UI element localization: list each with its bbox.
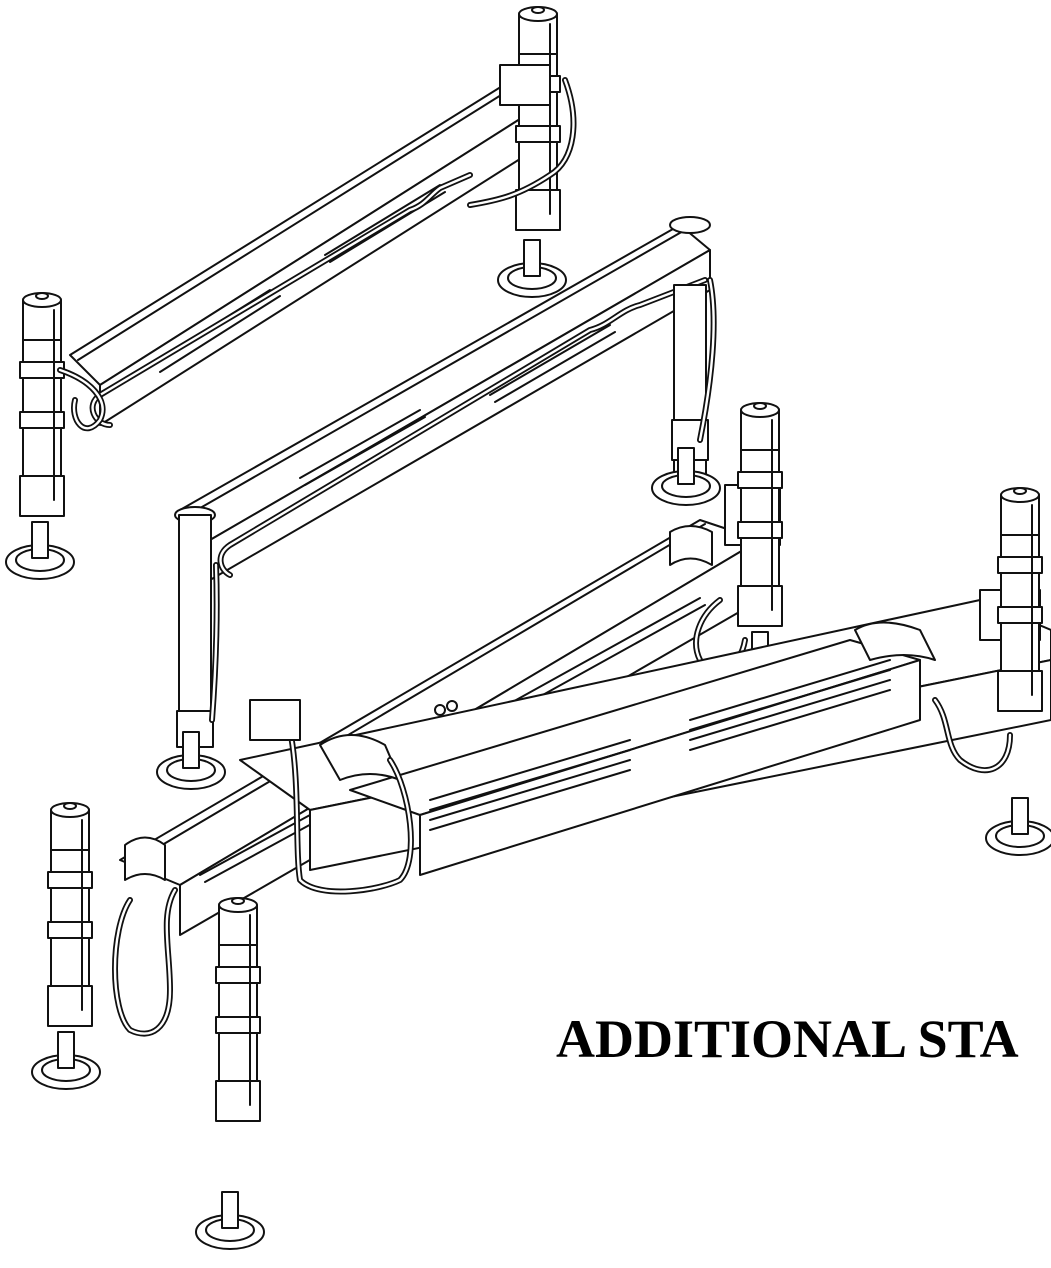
caption-title: ADDITIONAL STA xyxy=(556,1009,1019,1069)
stabilizer-assembly-1 xyxy=(5,6,577,580)
stabilizer-assembly-2 xyxy=(156,216,721,790)
stabilizer-assembly-4 xyxy=(195,487,1051,1250)
